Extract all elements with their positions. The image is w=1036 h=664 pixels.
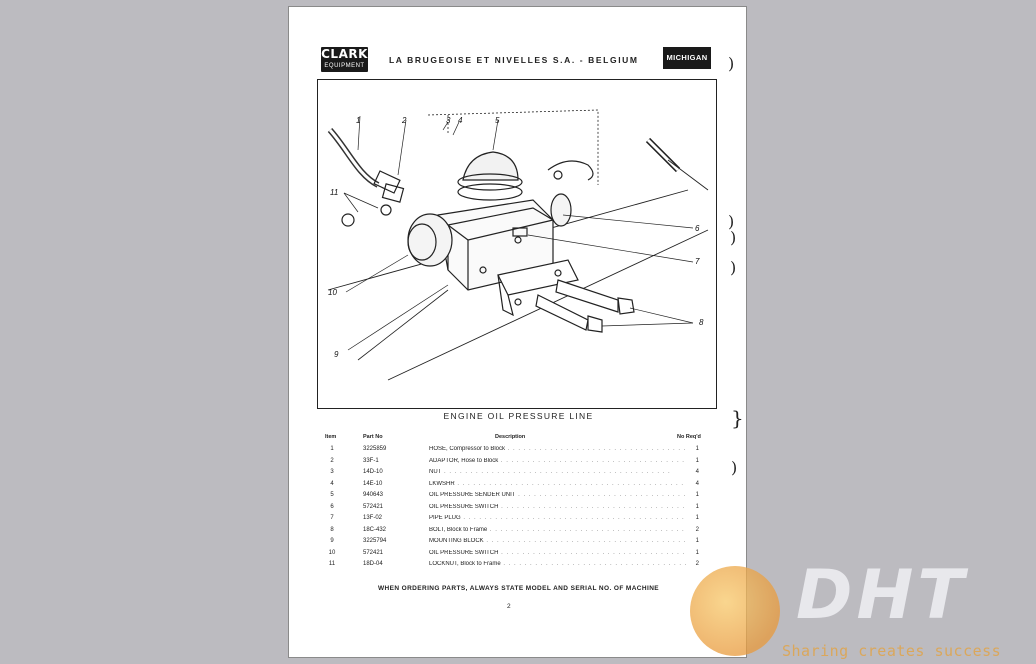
quantity: 1 — [695, 515, 699, 521]
item-number: 2 — [330, 457, 334, 464]
header-part-no: Part No — [363, 434, 383, 440]
exploded-diagram: 1 2 3 4 5 6 7 8 9 10 11 — [317, 79, 717, 409]
binding-mark-icon: ) — [728, 212, 735, 231]
page-number: 2 — [507, 603, 511, 610]
manual-page: CLARK EQUIPMENT LA BRUGEOISE ET NIVELLES… — [288, 6, 747, 658]
section-title: ENGINE OIL PRESSURE LINE — [443, 411, 594, 421]
part-description: OIL PRESSURE SWITCH — [429, 504, 687, 510]
header-description: Description — [495, 434, 526, 440]
quantity: 1 — [695, 503, 699, 510]
part-number: 14E-10 — [363, 480, 383, 487]
callout-2: 2 — [402, 116, 407, 125]
callout-4: 4 — [458, 116, 463, 125]
part-number: 33F-1 — [363, 457, 379, 464]
callout-9: 9 — [334, 350, 339, 359]
part-description: ADAPTOR, Hose to Block — [429, 458, 687, 464]
callout-11: 11 — [330, 188, 339, 197]
item-number: 10 — [328, 549, 336, 556]
table-row: 6 572421 OIL PRESSURE SWITCH 1 — [323, 504, 703, 516]
header-no-reqd: No Req'd — [677, 434, 701, 440]
part-description: NUT — [429, 469, 687, 475]
item-number: 7 — [330, 515, 334, 521]
company-name: LA BRUGEOISE ET NIVELLES S.A. - BELGIUM — [389, 55, 639, 65]
quantity: 1 — [695, 457, 699, 464]
watermark-logo-text: DHT — [796, 556, 968, 635]
quantity: 1 — [695, 538, 699, 544]
part-number: 572421 — [363, 549, 384, 556]
part-description: LOCKNUT, Block to Frame — [429, 561, 687, 567]
item-number: 8 — [330, 526, 334, 533]
callout-1: 1 — [356, 116, 361, 125]
table-row: 7 13F-02 PIPE PLUG 1 — [323, 515, 703, 527]
callout-3: 3 — [446, 116, 451, 125]
clark-logo: CLARK EQUIPMENT — [321, 47, 368, 72]
part-number: 3225859 — [363, 446, 387, 452]
part-number: 14D-10 — [363, 469, 383, 475]
table-row: 10 572421 OIL PRESSURE SWITCH 1 — [323, 550, 703, 562]
part-number: 572421 — [363, 503, 384, 510]
watermark-logo-icon — [690, 566, 780, 656]
binding-mark-icon: ) — [731, 458, 738, 477]
watermark-tagline: Sharing creates success — [782, 642, 1002, 660]
part-description: MOUNTING BLOCK — [429, 538, 687, 544]
part-number: 18C-432 — [363, 526, 387, 533]
part-number: 13F-02 — [363, 515, 383, 521]
table-row: 2 33F-1 ADAPTOR, Hose to Block 1 — [323, 458, 703, 470]
binding-mark-icon: ) — [730, 228, 737, 247]
part-description: PIPE PLUG — [429, 515, 687, 521]
table-row: 11 18D-04 LOCKNUT, Block to Frame 2 — [323, 561, 703, 573]
table-row: 4 14E-10 LKWSHR 4 — [323, 481, 703, 493]
item-number: 5 — [330, 492, 334, 498]
quantity: 4 — [695, 480, 699, 487]
item-number: 11 — [328, 561, 336, 567]
quantity: 1 — [695, 446, 699, 452]
callout-6: 6 — [695, 224, 700, 233]
quantity: 2 — [695, 526, 699, 533]
callout-10: 10 — [328, 288, 337, 297]
quantity: 1 — [695, 492, 699, 498]
parts-list: 1 3225859 HOSE, Compressor to Block 1 2 … — [323, 446, 703, 573]
part-number: 3225794 — [363, 538, 387, 544]
part-description: OIL PRESSURE SENDER UNIT — [429, 492, 687, 498]
item-number: 6 — [330, 503, 334, 510]
table-row: 3 14D-10 NUT 4 — [323, 469, 703, 481]
quantity: 4 — [695, 469, 699, 475]
diagram-drawing — [327, 109, 709, 381]
table-row: 5 940643 OIL PRESSURE SENDER UNIT 1 — [323, 492, 703, 504]
binding-mark-icon: ) — [728, 54, 735, 73]
ordering-note: WHEN ORDERING PARTS, ALWAYS STATE MODEL … — [377, 585, 660, 592]
callout-8: 8 — [699, 318, 704, 327]
table-row: 1 3225859 HOSE, Compressor to Block 1 — [323, 446, 703, 458]
binding-mark-icon: ) — [730, 258, 737, 277]
quantity: 1 — [695, 549, 699, 556]
part-description: BOLT, Block to Frame — [429, 527, 687, 533]
header-item: Item — [325, 434, 337, 440]
part-number: 18D-04 — [363, 561, 383, 567]
clark-logo-brand: CLARK — [321, 47, 368, 61]
quantity: 2 — [695, 561, 699, 567]
item-number: 1 — [330, 446, 334, 452]
item-number: 3 — [330, 469, 334, 475]
part-number: 940643 — [363, 492, 384, 498]
part-description: HOSE, Compressor to Block — [429, 446, 687, 452]
part-description: LKWSHR — [429, 481, 687, 487]
callout-7: 7 — [695, 257, 700, 266]
item-number: 9 — [330, 538, 334, 544]
table-row: 9 3225794 MOUNTING BLOCK 1 — [323, 538, 703, 550]
part-description: OIL PRESSURE SWITCH — [429, 550, 687, 556]
binding-mark-icon: } — [731, 406, 744, 430]
table-row: 8 18C-432 BOLT, Block to Frame 2 — [323, 527, 703, 539]
item-number: 4 — [330, 480, 334, 487]
michigan-logo: MICHIGAN — [663, 47, 711, 69]
callout-5: 5 — [495, 116, 500, 125]
clark-logo-sub: EQUIPMENT — [324, 63, 365, 69]
